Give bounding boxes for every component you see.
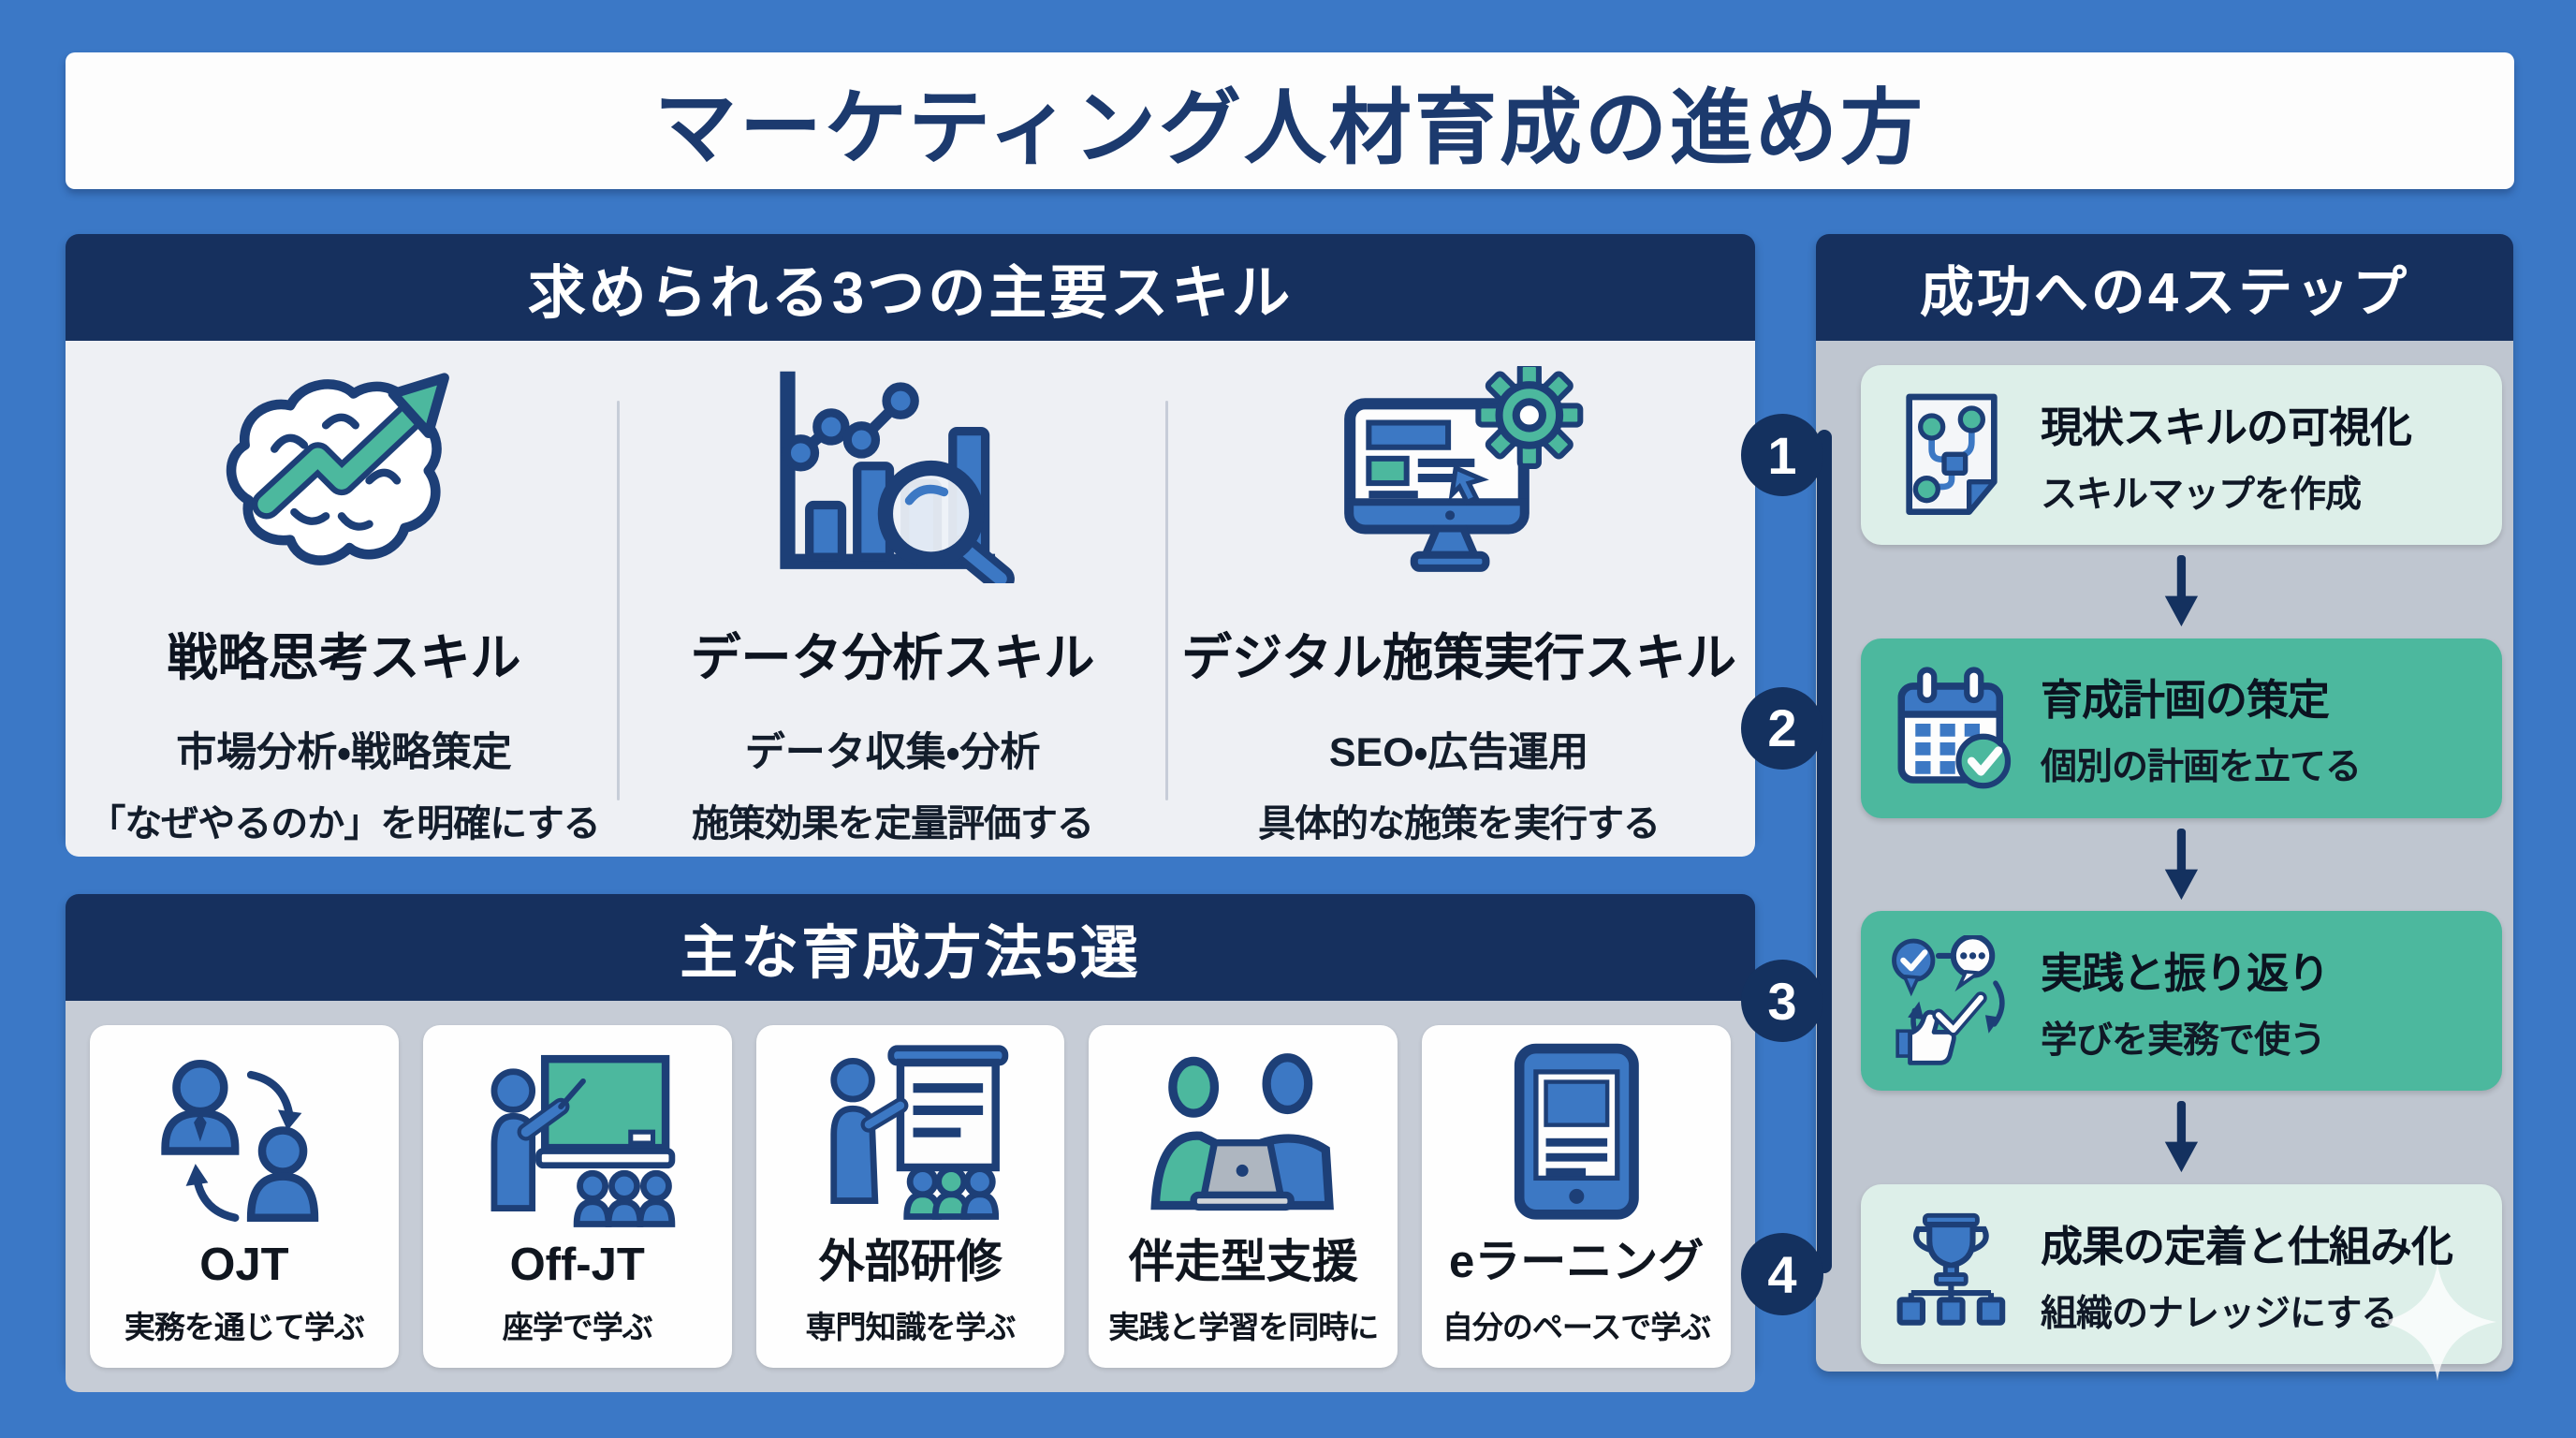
step-desc: 組織のナレッジにする <box>2041 1293 2397 1334</box>
method-title: eラーニング <box>1448 1237 1705 1287</box>
step-item-3: 3 <box>1741 911 2502 1092</box>
method-title: Off-JT <box>509 1240 645 1290</box>
step-card: 4 <box>1741 1184 2502 1382</box>
step-card: 1 <box>1741 365 2502 545</box>
skill-title: デジタル施策実行スキル <box>1181 630 1737 686</box>
step-number-badge: 1 <box>1741 414 1823 496</box>
step-item-4: 4 <box>1741 1184 2502 1382</box>
skill-map-document-icon <box>1885 389 2018 521</box>
method-card-pair-support: 伴走型支援 実践と学習を同時に <box>1089 1025 1398 1368</box>
external-seminar-icon <box>762 1042 1060 1225</box>
step-title: 実践と振り返り <box>2041 948 2330 997</box>
skill-desc-line2: 具体的な施策を実行する <box>1258 803 1661 844</box>
page-title-bar: マーケティング人材育成の進め方 <box>66 52 2514 189</box>
step-text: 成果の定着と仕組み化 組織のナレッジにする <box>2041 1212 2453 1337</box>
method-card-ojt: OJT 実務を通じて学ぶ <box>90 1025 399 1368</box>
method-card-elearning: eラーニング 自分のペースで学ぶ <box>1422 1025 1731 1368</box>
step-desc: 個別の計画を立てる <box>2041 747 2362 788</box>
step-title: 育成計画の策定 <box>2041 676 2330 725</box>
step-arrow-row <box>1861 1091 2502 1184</box>
skill-desc-line1: 市場分析・戦略策定 <box>176 730 512 775</box>
page-title: マーケティング人材育成の進め方 <box>654 81 1925 174</box>
step-text: 実践と振り返り 学びを実務で使う <box>2041 939 2330 1064</box>
column-divider <box>1165 401 1169 800</box>
step-number-badge: 2 <box>1741 686 1823 770</box>
skills-header: 求められる3つの主要スキル <box>66 234 1755 341</box>
skills-body: 戦略思考スキル 市場分析・戦略策定 「なぜやるのか」を明確にする <box>66 341 1755 857</box>
methods-body: OJT 実務を通じて学ぶ <box>66 1001 1755 1392</box>
trophy-organization-icon <box>1885 1208 2018 1341</box>
step-arrow-row <box>1861 818 2502 912</box>
methods-header: 主な育成方法5選 <box>66 894 1755 1001</box>
pair-support-icon <box>1094 1042 1392 1225</box>
step-item-1: 1 <box>1741 365 2502 545</box>
data-analysis-icon <box>757 354 1029 595</box>
skill-desc-line1: SEO・広告運用 <box>1328 730 1589 775</box>
step-number-badge: 4 <box>1741 1233 1823 1316</box>
arrow-down-icon <box>2164 828 2199 900</box>
steps-body: 1 <box>1741 341 2513 1382</box>
method-title: 伴走型支援 <box>1128 1237 1358 1287</box>
method-desc: 座学で学ぶ <box>502 1310 653 1344</box>
skill-column-strategy: 戦略思考スキル 市場分析・戦略策定 「なぜやるのか」を明確にする <box>71 354 617 847</box>
step-card: 2 <box>1741 638 2502 818</box>
step-number-badge: 3 <box>1741 960 1823 1043</box>
digital-execution-icon <box>1331 354 1586 595</box>
step-title: 現状スキルの可視化 <box>2041 403 2412 451</box>
methods-panel: 主な育成方法5選 OJT 実 <box>66 894 1755 1392</box>
skill-desc-line2: 「なぜやるのか」を明確にする <box>88 803 600 844</box>
skills-panel: 求められる3つの主要スキル 戦略思考スキル 市場分析・戦略策定 「なぜやるのか」… <box>66 234 1755 857</box>
skill-desc-line2: 施策効果を定量評価する <box>692 803 1094 844</box>
method-desc: 自分のペースで学ぶ <box>1442 1310 1711 1344</box>
method-desc: 実務を通じて学ぶ <box>124 1310 365 1344</box>
skill-column-data: データ分析スキル データ収集・分析 施策効果を定量評価する <box>620 354 1165 847</box>
skill-title: 戦略思考スキル <box>167 630 521 686</box>
ojt-mentoring-icon <box>95 1042 393 1239</box>
step-desc: 学びを実務で使う <box>2041 1020 2326 1061</box>
method-title: OJT <box>199 1240 289 1290</box>
practice-review-icon <box>1885 934 2018 1067</box>
column-divider <box>617 401 621 800</box>
step-text: 現状スキルの可視化 スキルマップを作成 <box>2041 393 2412 518</box>
steps-header: 成功への4ステップ <box>1816 234 2513 341</box>
skill-column-digital: デジタル施策実行スキル SEO・広告運用 具体的な施策を実行する <box>1168 354 1749 847</box>
elearning-tablet-icon <box>1427 1042 1725 1225</box>
step-card: 3 <box>1741 911 2502 1092</box>
method-card-offjt: Off-JT 座学で学ぶ <box>422 1025 732 1368</box>
arrow-down-icon <box>2164 554 2199 626</box>
step-text: 育成計画の策定 個別の計画を立てる <box>2041 666 2362 790</box>
step-desc: スキルマップを作成 <box>2041 474 2362 515</box>
skill-desc-line1: データ収集・分析 <box>744 730 1041 775</box>
step-arrow-row <box>1861 545 2502 638</box>
classroom-lecture-icon <box>429 1042 726 1239</box>
arrow-down-icon <box>2164 1101 2199 1173</box>
skill-title: データ分析スキル <box>690 630 1095 686</box>
step-item-2: 2 <box>1741 638 2502 818</box>
steps-timeline <box>1817 430 1832 1273</box>
brain-growth-icon <box>215 354 472 595</box>
method-card-seminar: 外部研修 専門知識を学ぶ <box>755 1025 1065 1368</box>
method-title: 外部研修 <box>818 1237 1003 1287</box>
method-desc: 実践と学習を同時に <box>1108 1310 1379 1344</box>
steps-panel: 成功への4ステップ 1 <box>1741 234 2513 1382</box>
training-calendar-icon <box>1885 662 2018 795</box>
step-title: 成果の定着と仕組み化 <box>2041 1222 2453 1270</box>
method-desc: 専門知識を学ぶ <box>805 1310 1016 1344</box>
